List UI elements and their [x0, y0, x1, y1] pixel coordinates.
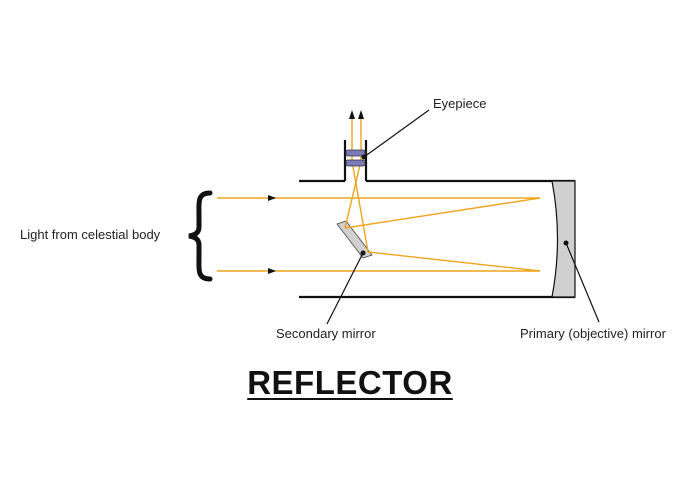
- light-rays: [217, 117, 541, 272]
- diagram-title: REFLECTOR: [247, 364, 453, 401]
- eyepiece-lens-upper: [345, 149, 366, 157]
- secondary-mirror-label: Secondary mirror: [276, 326, 376, 341]
- primary-mirror: [551, 180, 576, 298]
- primary-mirror-leader-dot: [563, 240, 569, 246]
- eyepiece-lens-lower: [345, 159, 366, 167]
- primary-mirror-leader-line: [565, 242, 600, 323]
- secondary-mirror: [336, 220, 373, 259]
- eyepiece-ray-right: [351, 160, 369, 253]
- secondary-mirror-leader-line: [326, 252, 364, 325]
- exit-arrow-left: [349, 110, 355, 119]
- ray-direction-arrow-top: [268, 195, 276, 201]
- primary-mirror-label: Primary (objective) mirror: [520, 326, 666, 341]
- exit-arrow-right: [358, 110, 364, 119]
- ray-direction-arrow-bottom: [268, 268, 276, 274]
- leader-lines: [326, 109, 600, 325]
- eyepiece-leader-dot: [361, 154, 367, 160]
- telescope-tube: [299, 140, 575, 299]
- secondary-mirror-leader-dot: [360, 250, 366, 256]
- light-brace: [188, 190, 213, 282]
- eyepiece-leader-line: [363, 109, 430, 158]
- eyepiece-ray-left: [344, 160, 362, 229]
- eyepiece-label: Eyepiece: [433, 96, 487, 111]
- reflected-ray-bottom: [367, 251, 541, 272]
- reflected-ray-top: [344, 197, 541, 229]
- eyepiece-lens: [345, 149, 366, 167]
- light-source-label: Light from celestial body: [20, 227, 161, 242]
